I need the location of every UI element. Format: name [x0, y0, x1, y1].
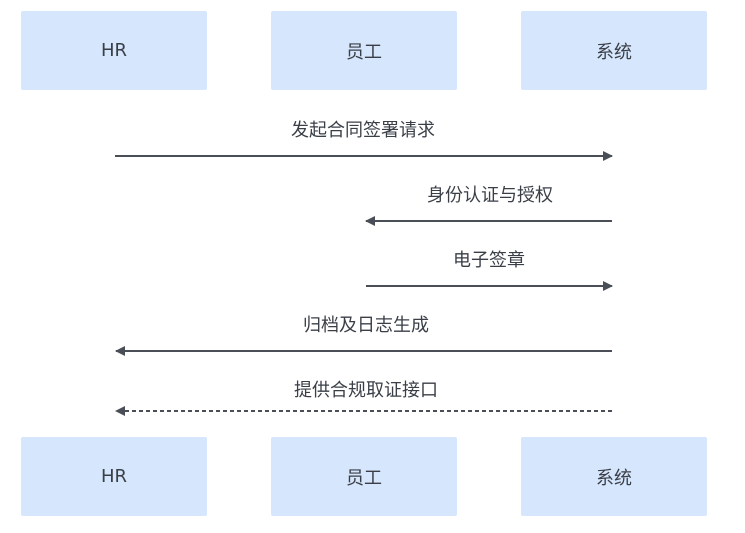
participant-label: 员工: [346, 467, 382, 489]
participant-system-top: 系统: [521, 11, 707, 90]
participant-hr-top: HR: [21, 11, 207, 90]
message-label-request: 发起合同签署请求: [291, 120, 435, 141]
participant-label: HR: [100, 466, 128, 487]
participant-employee-top: 员工: [271, 11, 457, 90]
message-label-archive: 归档及日志生成: [303, 315, 429, 336]
participant-employee-bottom: 员工: [271, 437, 457, 516]
participant-label: 员工: [346, 41, 382, 63]
message-label-compliance: 提供合规取证接口: [294, 380, 438, 401]
participant-system-bottom: 系统: [521, 437, 707, 516]
participant-hr-bottom: HR: [21, 437, 207, 516]
participant-label: 系统: [596, 41, 632, 63]
message-label-esign: 电子签章: [453, 250, 525, 271]
participant-label: HR: [100, 40, 128, 61]
participant-label: 系统: [596, 467, 632, 489]
message-label-auth: 身份认证与授权: [427, 185, 553, 206]
